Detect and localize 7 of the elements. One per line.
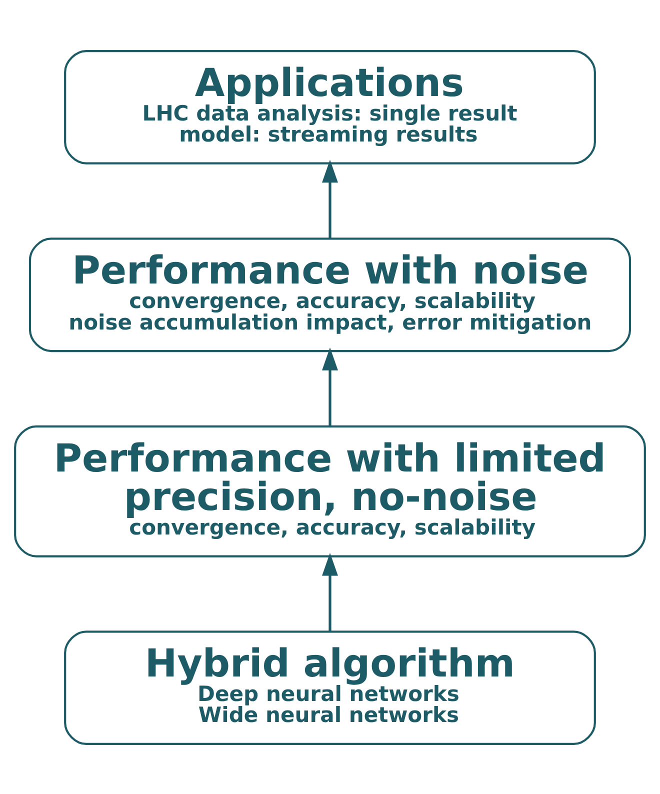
node-box: Performance with noise convergence, accuracy, scalability noise accumulation impact, error mitigation: [28, 237, 632, 352]
arrow: [322, 552, 338, 631]
arrow: [322, 159, 338, 238]
node-box: Performance with limited precision, no-noise convergence, accuracy, scalability: [14, 424, 646, 557]
arrow: [322, 347, 338, 426]
node-box: Applications LHC data analysis: single result model: streaming results: [64, 49, 596, 164]
node-box: Hybrid algorithm Deep neural networks Wide neural networks: [64, 630, 596, 745]
